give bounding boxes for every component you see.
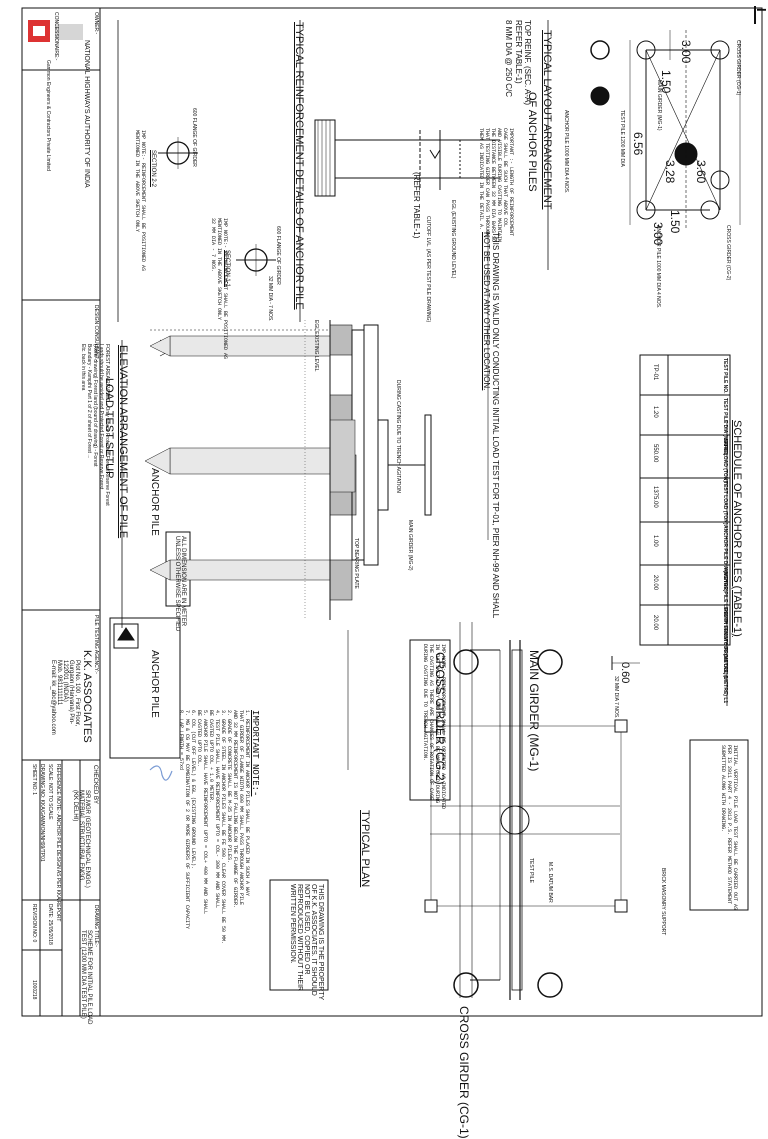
section-2-2-label: SECTION 2-2 — [150, 150, 156, 188]
owner-name: NATIONAL HIGHWAYS AUTHORITY OF INDIA — [83, 40, 90, 188]
reinforcement-cage-detail — [314, 119, 500, 197]
schedule-header-1: TEST PILE NO. — [722, 358, 728, 394]
cross-girder-2-label: CROSS GIRDER (CG-2) — [725, 225, 731, 281]
schedule-cell-7: 20.00 — [652, 615, 658, 631]
imp-note-section-2: IMP NOTE:- REINFORCEMENT SHALL BE POSITI… — [134, 130, 146, 272]
sheet-border — [21, 7, 763, 1017]
section-1-1-label: SECTION 1-1 — [224, 250, 230, 288]
reinf-important-note: IMPORTANT :- LENGTH OF REINFORCEMENT CAG… — [478, 128, 514, 243]
ground-note: FOREST AREA REVISED - Only where Protect… — [80, 344, 110, 506]
layout-dim-6: 1.50 — [668, 210, 682, 234]
main-girder-label: MAIN GIRDER (MG-1) — [656, 80, 662, 131]
flange-label-1: 600 FLANGE OF GIRDER — [275, 226, 281, 285]
anchor-pile-label-2: ANCHOR PILE 1000 MM DIA 4 NOS. — [655, 225, 661, 309]
dims-note: ALL DIMENSION ARE IN METER UNLESS OTHERW… — [174, 536, 186, 632]
plan-bars: 32 MM DIA 7 NOS. — [613, 676, 619, 719]
important-note: IMPORTANT NOTE:- 1. REINFORCEMENT IN ANC… — [178, 710, 260, 945]
flange-label-2: 600 FLANGE OF GIRDER — [191, 108, 197, 167]
sheet-no-field: SHEET NO: 1 — [31, 764, 37, 796]
schedule-table — [639, 354, 731, 646]
testing-agency-label: PILE TESTING AGENCY:- — [93, 615, 99, 674]
date-field: DATE: 25/05/2018 — [47, 904, 53, 945]
schedule-cell-2: 1.20 — [652, 406, 658, 418]
layout-dim-5: 3.60 — [694, 160, 708, 184]
code-field: 1000218 — [31, 980, 37, 1000]
schedule-cell-6: 20.00 — [652, 575, 658, 591]
imp-note-section-1: IMP NOTE:- REINFORCEMENT SHALL BE POSITI… — [210, 218, 228, 360]
schedule-cell-3: 550.00 — [652, 444, 658, 463]
schedule-cell-5: 1.00 — [652, 535, 658, 547]
layout-arrangement-plan — [590, 30, 741, 230]
layout-dim-4: 3.28 — [663, 160, 677, 184]
reinf-title: TYPICAL REINFORCEMENT DETAILS OF ANCHOR … — [293, 22, 305, 310]
main-girder-mg2: MAIN GIRDER (MG-2) — [407, 520, 413, 571]
revision-field: REVISION NO: 0 — [31, 904, 37, 943]
plan-main-girder: MAIN GIRDER (MG-1) — [527, 650, 541, 772]
plan-dim: 0.60 — [619, 662, 631, 684]
elevation-load-test — [144, 320, 432, 620]
anchor-pile-2: ANCHOR PILE — [149, 650, 160, 718]
schedule-title: SCHEDULE OF ANCHOR PILES (TABLE-1) — [731, 420, 743, 637]
layout-dim-1: 3.00 — [679, 40, 693, 64]
plan-imp-note: IMP NOTE:- REINFORCEMENT SHALL BE ORIENT… — [422, 644, 446, 810]
schedule-header-4: TEST LOAD (TON) — [722, 481, 728, 525]
typical-plan — [424, 622, 640, 1000]
scale-field: SCALE: NOT TO SCALE — [47, 764, 53, 820]
section-2-2 — [158, 137, 198, 169]
plan-brick-support: BRICK MASONRY SUPPORT — [660, 868, 666, 936]
layout-title: TYPICAL LAYOUT ARRANGEMENT — [541, 30, 553, 210]
drawing-title: SCHEME FOR INITIAL PILE LOAD TEST (1200 … — [80, 930, 92, 1025]
reference-note: REFERENCE NOTE:- ANCHOR PILE DESIGN AS P… — [55, 764, 61, 922]
schedule-cell-1: TP-01 — [652, 364, 658, 381]
checked-by-label: CHECKED BY — [92, 765, 98, 805]
links-label: 8 MM DIA @ 250 C/C — [504, 20, 513, 98]
validity-note: THIS DRAWING IS VALID ONLY CONDUCTING IN… — [482, 232, 500, 619]
cross-girder-1-label: CROSS GIRDER (CG-1) — [735, 40, 741, 96]
elevation-egl: EGL EXISTING LEVEL — [313, 320, 319, 372]
top-reinf-label: TOP REINF. (SEC. A-A) REFER TABLE-1) — [514, 20, 532, 106]
egl-label: EGL (EXISTING GROUND LEVEL) — [450, 200, 456, 279]
agency-name: K.K. ASSOCIATES — [81, 650, 93, 743]
bearing-plate: TOP BEARING PLATE — [353, 538, 359, 589]
checkers: SR.MGR (GEOTECHNICAL ENGG.) MATERIAL STR… — [72, 790, 90, 888]
concessionaire-name: Gammon Engineers & Contractors Private L… — [45, 60, 51, 171]
test-pile-label: TEST PILE 1200 MM DIA — [619, 110, 625, 167]
cutoff-label: CUTOFF LVL. (AS PER TEST PILE DRAWING) — [425, 216, 431, 323]
plan-cross-girder-1: CROSS GIRDER (CG-1) — [457, 1006, 471, 1139]
drawing-linework — [21, 6, 763, 1017]
refer-table-label: (REFER TABLE-1) — [412, 172, 421, 239]
trench-note: DURING CASTING DUE TO TRENCH AGITATION — [395, 380, 401, 493]
drawing-no-field: DRAWING NO: KKA/GAMMON/NH99/TP01 — [39, 764, 45, 862]
schedule-header-3: SAFE LOAD (TON) — [722, 438, 728, 483]
consultant-label: DESIGN CONSULTANT:- — [93, 305, 99, 362]
layout-subtitle: OF ANCHOR PILES — [526, 92, 538, 192]
schedule-cell-4: 1375.00 — [652, 486, 658, 508]
drawing-title-label: DRAWING TITLE:- — [93, 905, 99, 947]
owner-label: OWNER:- — [93, 12, 99, 35]
property-note: THIS DRAWING IS THE PROPERTY OF K.K. ASS… — [289, 884, 324, 1001]
initial-test-note: INITIAL VERTICAL PILE LOAD TEST SHALL BE… — [720, 745, 738, 911]
agency-address: Plot No. 100 , First Floor, Gurgaon (Har… — [50, 660, 80, 735]
plan-title: TYPICAL PLAN — [359, 810, 371, 888]
anchor-pile-label-1: ANCHOR PILE 1000 MM DIA 4 NOS. — [563, 110, 569, 194]
schedule-header-7: REINF. LENGTH FROM COL (METRE) L1 — [722, 608, 728, 704]
plan-datum-bar: M.S. DATUM BAR — [547, 862, 553, 903]
section-1-1 — [236, 244, 276, 276]
drawing-sheet: I TYPICAL LAYOUT ARRANGEMENT OF ANCHOR P… — [21, 6, 768, 1139]
plan-test-pile: TEST PILE — [528, 858, 534, 883]
anchor-pile-1: ANCHOR PILE — [149, 468, 160, 536]
elevation-title: ELEVATION ARRANGEMENT OF PILE — [117, 345, 129, 539]
layout-dim-3: 6.56 — [631, 132, 645, 156]
concessionaire-label: CONCESSIONAIRE:- — [53, 12, 59, 61]
bars-label: 32 MM DIA - 7 NOS. — [267, 276, 273, 322]
page-marker: I — [754, 8, 768, 12]
